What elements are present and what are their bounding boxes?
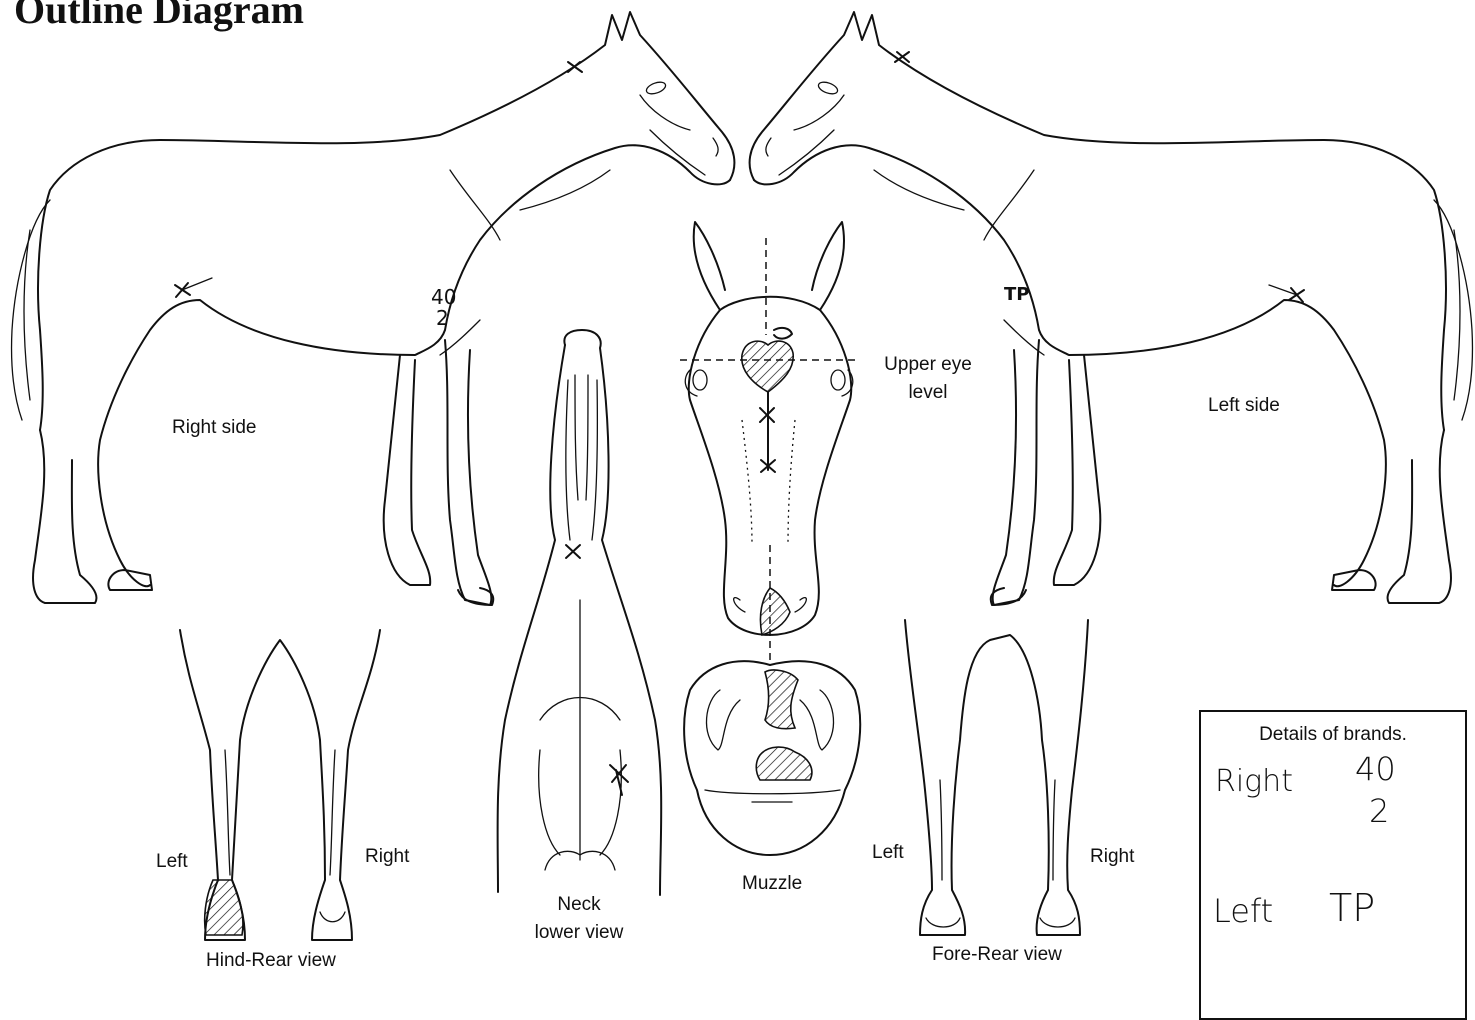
brands-right-label: Right xyxy=(1215,764,1293,799)
label-fore-left: Left xyxy=(872,839,904,867)
marking-left-brand-tp: TP xyxy=(1004,284,1029,305)
label-neck-lower-view: Neck lower view xyxy=(522,891,636,947)
brands-left-value: TP xyxy=(1329,886,1375,930)
hind-rear-view xyxy=(180,630,380,940)
brands-heading: Details of brands. xyxy=(1201,724,1465,746)
label-upper-eye-line2: level xyxy=(876,379,980,407)
right-side-horse xyxy=(12,12,735,605)
label-muzzle: Muzzle xyxy=(742,870,802,898)
label-hind-right: Right xyxy=(365,843,409,871)
label-upper-eye-level: Upper eye level xyxy=(876,351,980,407)
left-side-horse xyxy=(750,12,1473,605)
page-title: Outline Diagram xyxy=(14,0,304,33)
label-neck-line1: Neck xyxy=(522,891,636,919)
label-left-side: Left side xyxy=(1208,392,1280,420)
label-hind-rear-view: Hind-Rear view xyxy=(206,947,336,975)
muzzle-view xyxy=(684,661,860,855)
label-right-side: Right side xyxy=(172,414,257,442)
head-front-view xyxy=(680,222,858,660)
marking-right-brand-2: 2 xyxy=(436,306,449,330)
label-hind-left: Left xyxy=(156,848,188,876)
brands-right-value-2: 2 xyxy=(1369,792,1389,830)
fore-rear-view xyxy=(905,620,1088,935)
brands-right-value-1: 40 xyxy=(1355,750,1396,788)
label-upper-eye-line1: Upper eye xyxy=(876,351,980,379)
brands-details-box: Details of brands. Right 40 2 Left TP xyxy=(1199,710,1467,1020)
brands-left-label: Left xyxy=(1213,892,1273,930)
neck-lower-view xyxy=(498,330,662,895)
label-fore-rear-view: Fore-Rear view xyxy=(932,941,1062,969)
label-fore-right: Right xyxy=(1090,843,1134,871)
label-neck-line2: lower view xyxy=(522,919,636,947)
